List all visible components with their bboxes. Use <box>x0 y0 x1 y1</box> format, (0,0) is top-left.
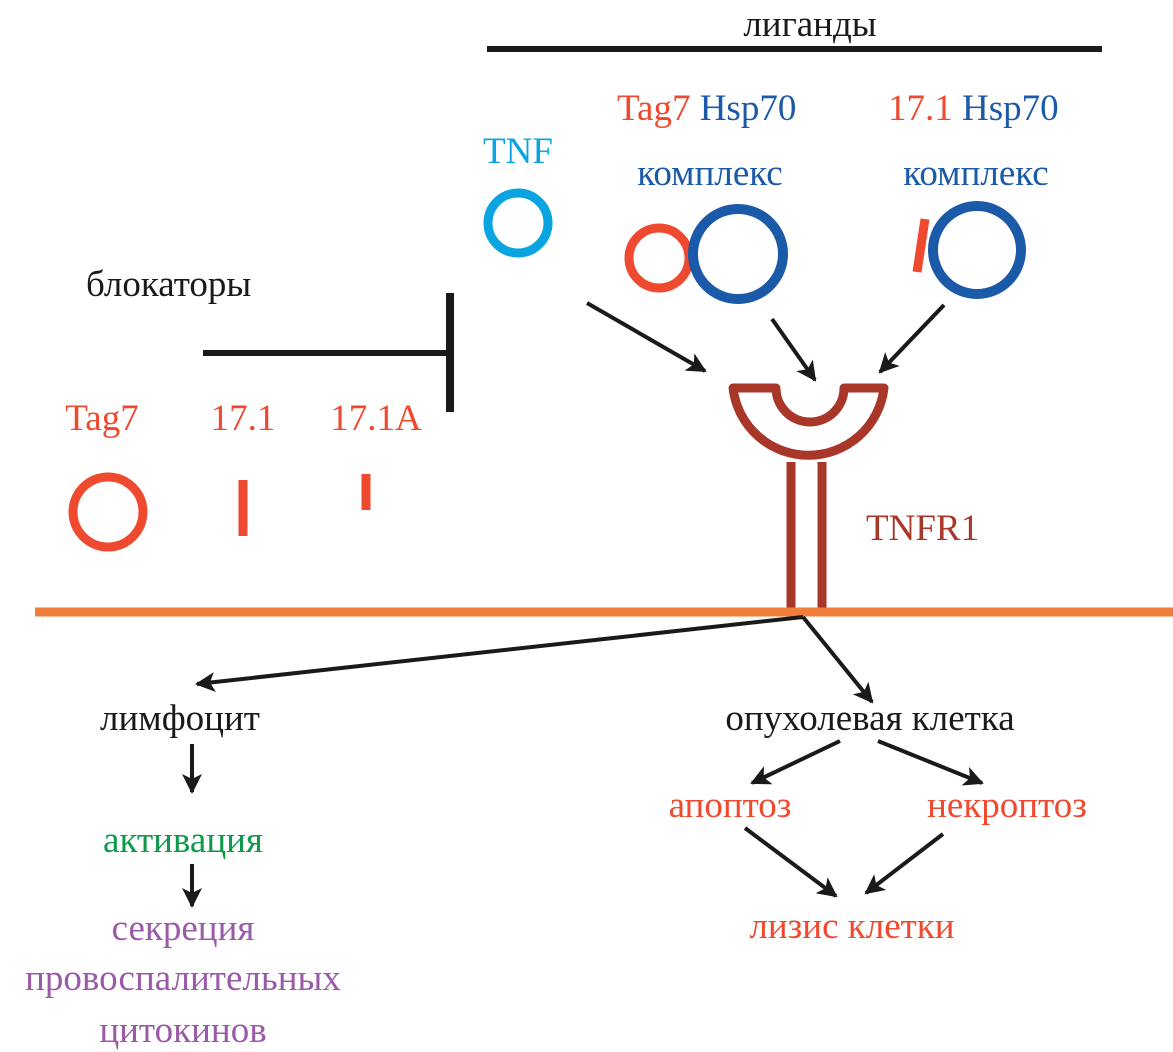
arrow-to-tumor-cell <box>801 615 874 704</box>
necroptosis-label: некроптоз <box>927 785 1087 826</box>
blocker-label-tag7: Tag7 <box>65 398 139 439</box>
receptor-label: TNFR1 <box>866 508 980 549</box>
tag7-blocker-icon <box>68 472 148 552</box>
secretion-label-line1: секреция <box>111 908 255 949</box>
arrow-to-lymphocyte <box>195 615 804 692</box>
hsp70-in-complex1-icon <box>688 204 788 304</box>
activation-label: активация <box>103 820 263 861</box>
arrow-complex1-to-receptor <box>770 317 817 382</box>
blocker-label-17-1: 17.1 <box>210 398 276 439</box>
complex2-part1: 17.1 <box>888 88 953 129</box>
hsp70-in-complex2-icon <box>928 201 1026 299</box>
cell-lysis-label: лизис клетки <box>749 906 955 947</box>
arrow-necroptosis-to-lysis <box>864 832 945 895</box>
arrow-tumor-to-necroptosis <box>877 739 984 786</box>
arrow-apoptosis-to-lysis <box>743 826 838 898</box>
tnf-ligand-icon <box>483 188 553 258</box>
tnf-label: TNF <box>483 131 553 172</box>
secretion-label-line3: цитокинов <box>99 1010 267 1051</box>
ligands-header: лиганды <box>743 4 877 45</box>
tumor-cell-label: опухолевая клетка <box>725 698 1015 739</box>
arrow-tumor-to-apoptosis <box>750 739 841 785</box>
complex2-part2: Hsp70 <box>962 88 1059 129</box>
lymphocyte-label: лимфоцит <box>100 698 260 739</box>
arrow-tnf-to-receptor <box>586 301 707 373</box>
peptide-17-1-in-complex-icon <box>912 218 930 273</box>
complex1-title: Tag7 Hsp70 <box>617 90 796 127</box>
secretion-label-line2: провоспалительных <box>25 958 341 999</box>
apoptosis-label: апоптоз <box>668 785 792 826</box>
complex2-title: 17.1 Hsp70 <box>888 90 1059 127</box>
blocker-label-17-1a: 17.1A <box>330 398 422 439</box>
tag7-in-complex-icon <box>624 223 694 293</box>
blockers-header: блокаторы <box>86 264 252 305</box>
complex1-part1: Tag7 <box>617 88 691 129</box>
arrow-complex2-to-receptor <box>878 303 946 374</box>
tnfr1-receptor-head <box>728 383 889 460</box>
complex1-sub: комплекс <box>637 153 783 194</box>
complex1-part2: Hsp70 <box>699 88 797 129</box>
complex2-sub: комплекс <box>903 153 1049 194</box>
